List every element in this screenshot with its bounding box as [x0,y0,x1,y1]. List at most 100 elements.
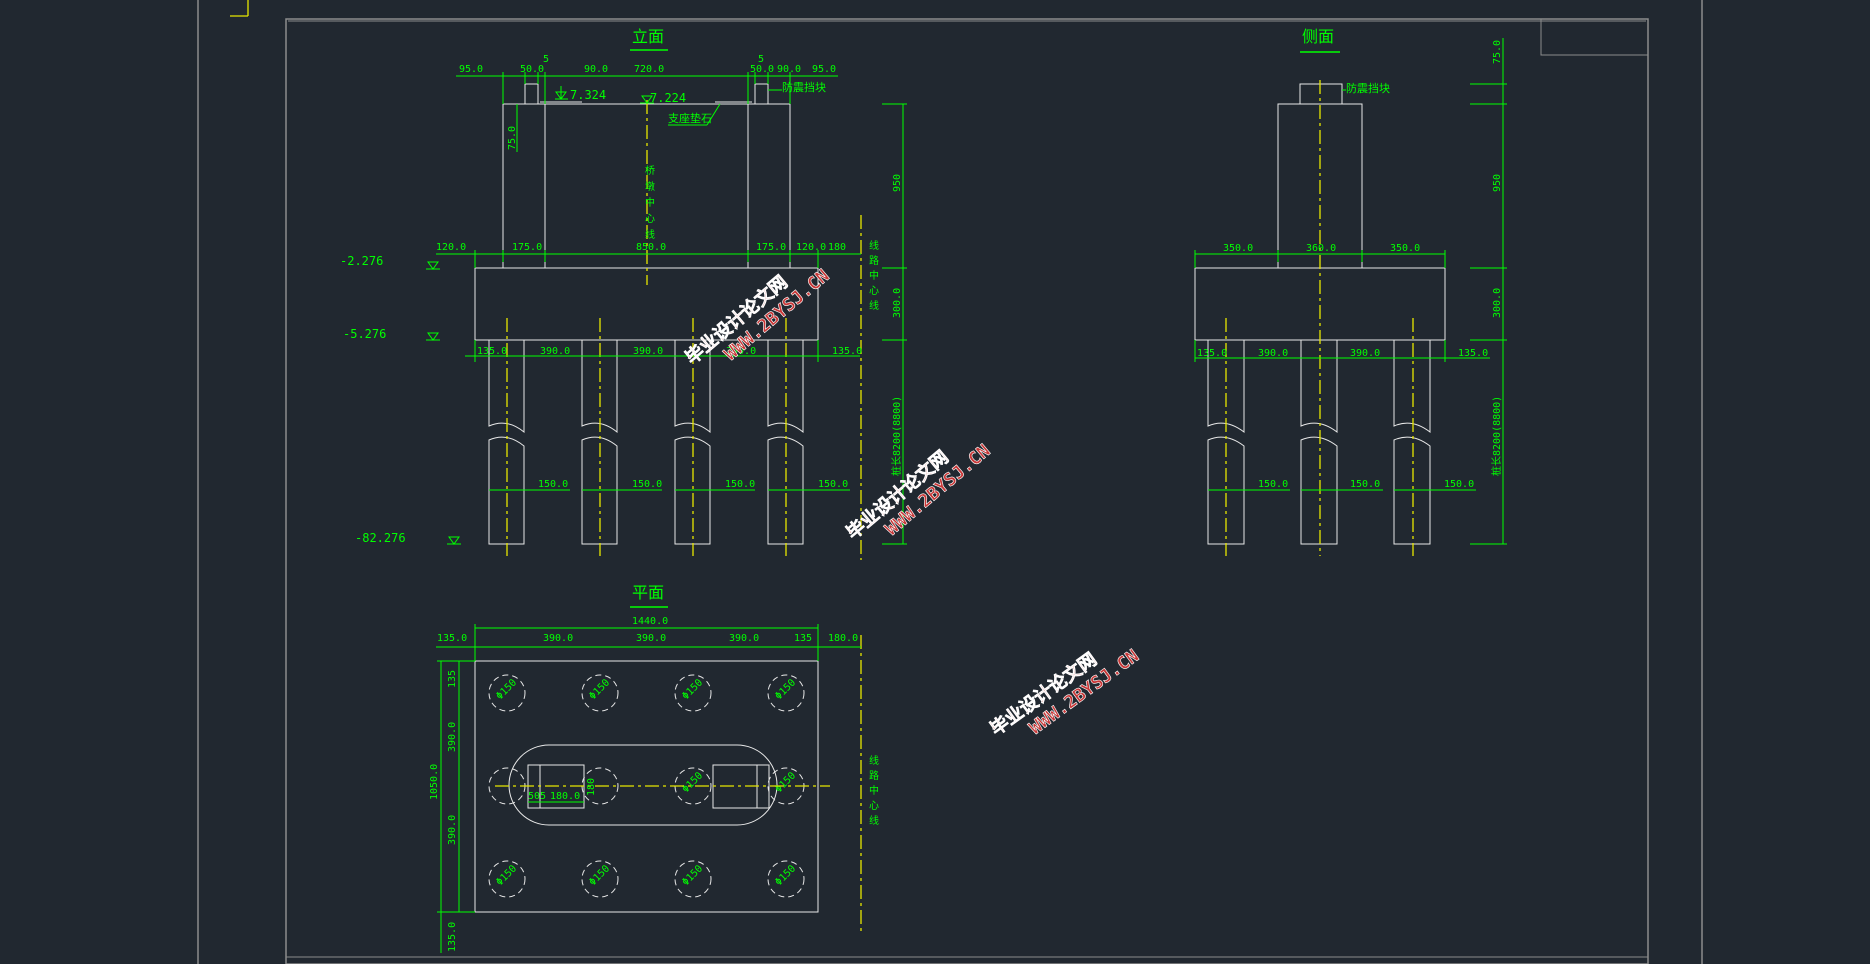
watermark-3: 毕业设计论文网 WWW.2BYSJ.CN [986,645,1144,740]
svg-text:95.0: 95.0 [812,64,836,75]
svg-text:桥墩中心线: 桥墩中心线 [643,165,655,245]
svg-text:线路中心线: 线路中心线 [867,239,879,315]
pier-centerline-label: 桥墩中心线 [643,165,655,245]
pile-diameter-dimensions: 150.0 150.0 150.0 150.0 [489,479,850,491]
svg-text:Φ150: Φ150 [773,677,798,702]
svg-text:-2.276: -2.276 [340,254,383,268]
svg-text:Φ150: Φ150 [680,677,705,702]
svg-text:390.0: 390.0 [540,346,570,357]
piles-front [488,340,804,545]
svg-text:Φ150: Φ150 [494,863,519,888]
svg-text:7.324: 7.324 [570,88,606,102]
svg-text:135: 135 [447,670,458,688]
svg-text:-82.276: -82.276 [355,531,406,545]
svg-text:75.0: 75.0 [1492,40,1503,64]
svg-text:390.0: 390.0 [636,633,666,644]
svg-text:120.0: 120.0 [436,242,466,253]
plan-view: 平面 Φ150 Φ150 Φ150 Φ150 [429,583,879,953]
svg-text:90.0: 90.0 [584,64,608,75]
svg-text:390.0: 390.0 [633,346,663,357]
svg-text:防震挡块: 防震挡块 [782,80,826,94]
svg-text:390.0: 390.0 [543,633,573,644]
svg-text:7.224: 7.224 [650,91,686,105]
svg-text:Φ150: Φ150 [680,863,705,888]
svg-text:90.0: 90.0 [777,64,801,75]
side-width-dimensions: 350.0 360.0 350.0 [1194,243,1446,268]
svg-text:180: 180 [828,242,846,253]
watermark-stamps: 毕业设计论文网 WWW.2BYSJ.CN 毕业设计论文网 WWW.2BYSJ.C… [681,265,1144,740]
pile-spacing-dimensions: 135.0 390.0 390.0 390.0 135.0 [465,340,862,362]
svg-text:135.0: 135.0 [1197,348,1227,359]
svg-text:1050.0: 1050.0 [429,764,440,800]
plan-left-dimensions: 135 390.0 1050.0 390.0 135.0 [429,660,475,953]
svg-text:180.0: 180.0 [828,633,858,644]
svg-text:390.0: 390.0 [1350,348,1380,359]
svg-text:5: 5 [543,54,549,65]
side-view: 侧面 防震挡块 350.0 360.0 350.0 [1194,27,1507,556]
svg-text:Φ150: Φ150 [773,770,798,795]
svg-text:135.0: 135.0 [832,346,862,357]
elevation-view: 立面 [340,27,907,560]
side-pile-diameter-dimensions: 150.0 150.0 150.0 [1208,479,1476,491]
svg-text:120.0: 120.0 [796,242,826,253]
svg-text:1440.0: 1440.0 [632,616,668,627]
side-pile-spacing-dimensions: 135.0 390.0 390.0 135.0 [1194,340,1490,362]
route-centerline-label-elev: 线路中心线 [867,239,879,315]
svg-text:150.0: 150.0 [1444,479,1474,490]
svg-text:桩长8200(8800): 桩长8200(8800) [1490,396,1503,476]
svg-text:135.0: 135.0 [437,633,467,644]
svg-text:950: 950 [892,174,903,192]
elevation-title: 立面 [632,27,664,46]
svg-text:150.0: 150.0 [725,479,755,490]
svg-text:桩长8200(8800): 桩长8200(8800) [890,396,903,476]
svg-text:350.0: 350.0 [1223,243,1253,254]
svg-text:390.0: 390.0 [447,722,458,752]
svg-text:支座垫石: 支座垫石 [668,111,712,125]
svg-text:850.0: 850.0 [636,242,666,253]
route-centerline-label-plan: 线路中心线 [867,754,879,830]
plan-title: 平面 [632,583,664,602]
plan-pile-cap-outline [474,660,819,913]
cap-top-dimensions: 120.0 175.0 850.0 175.0 120.0 180 [436,242,861,268]
svg-text:360.0: 360.0 [1306,243,1336,254]
svg-text:Φ150: Φ150 [587,863,612,888]
svg-text:180.0: 180.0 [550,791,580,802]
svg-text:300.0: 300.0 [1492,288,1503,318]
left-level-marks: -2.276 -5.276 -82.276 [340,254,461,545]
svg-text:150.0: 150.0 [818,479,848,490]
svg-text:950: 950 [1492,174,1503,192]
svg-text:95.0: 95.0 [459,64,483,75]
svg-text:350.0: 350.0 [1390,243,1420,254]
svg-text:150.0: 150.0 [632,479,662,490]
plan-bearing-pad-dimensions: 50 5 180.0 180 [528,778,597,803]
svg-text:175.0: 175.0 [512,242,542,253]
side-title: 侧面 [1302,27,1334,46]
svg-text:75.0: 75.0 [507,126,518,150]
svg-text:135.0: 135.0 [447,922,458,952]
svg-text:180: 180 [586,778,597,796]
svg-text:50: 50 [528,791,540,802]
svg-text:5: 5 [758,54,764,65]
side-vertical-dimensions: 75.0 950 300.0 桩长8200(8800) [1470,38,1507,545]
elevation-vertical-dimensions: 950 300.0 桩长8200(8800) [882,103,907,545]
side-pile-cap [1194,267,1446,341]
svg-text:防震挡块: 防震挡块 [1346,81,1390,95]
svg-text:390.0: 390.0 [729,633,759,644]
plan-top-dimensions: 1440.0 135.0 390.0 390.0 390.0 135 180.0 [436,616,861,661]
svg-text:390.0: 390.0 [726,346,756,357]
watermark-2: 毕业设计论文网 WWW.2BYSJ.CN [842,440,995,544]
svg-text:175.0: 175.0 [756,242,786,253]
top-level-marks: 7.324 7.224 支座垫石 防震挡块 [555,80,826,126]
svg-text:5: 5 [540,791,546,802]
svg-text:390.0: 390.0 [1258,348,1288,359]
svg-text:720.0: 720.0 [634,64,664,75]
svg-text:50.0: 50.0 [750,64,774,75]
svg-text:Φ150: Φ150 [773,863,798,888]
plan-pier-outline [508,744,778,826]
svg-text:50.0: 50.0 [520,64,544,75]
svg-text:390.0: 390.0 [447,815,458,845]
svg-text:150.0: 150.0 [1350,479,1380,490]
svg-text:135: 135 [794,633,812,644]
svg-text:Φ150: Φ150 [494,677,519,702]
